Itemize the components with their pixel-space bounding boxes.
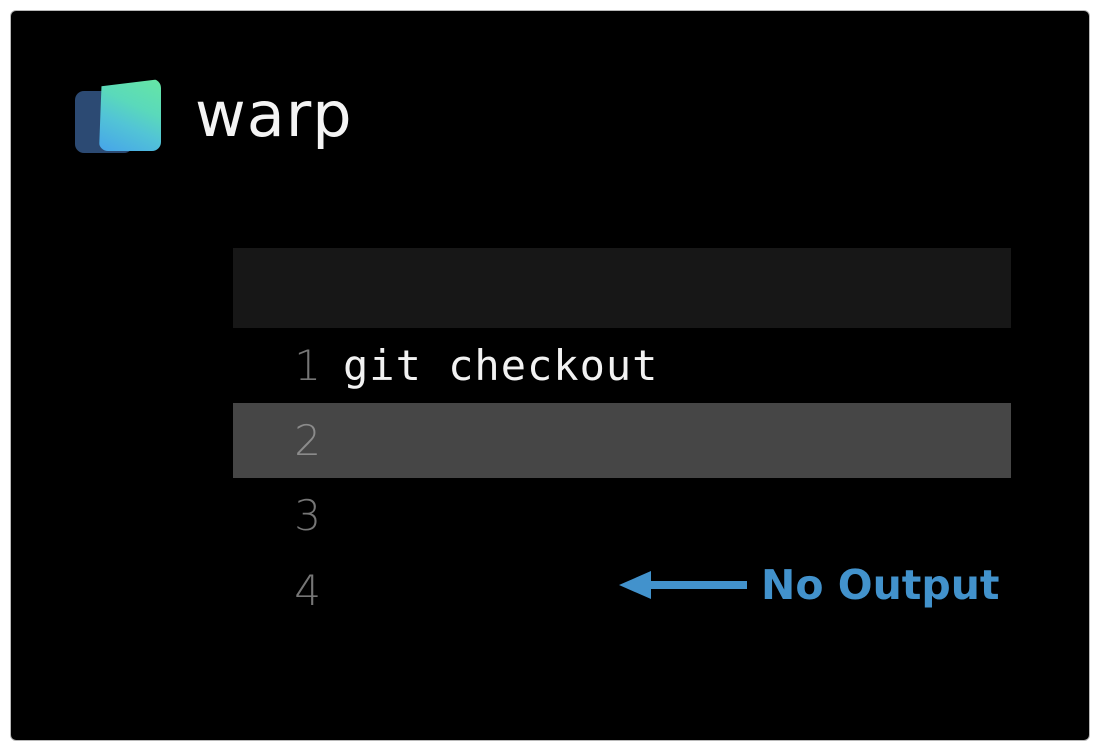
no-output-annotation: No Output bbox=[617, 559, 1000, 611]
line-number: 2 bbox=[294, 415, 321, 465]
line-content: git checkout bbox=[343, 340, 659, 390]
warp-wordmark: warp bbox=[195, 78, 353, 151]
arrow-left-icon bbox=[619, 571, 747, 599]
line-number: 1 bbox=[294, 340, 321, 390]
line-number: 3 bbox=[294, 490, 321, 540]
terminal-line-2[interactable]: 2 bbox=[233, 403, 1011, 478]
terminal-line-3[interactable]: 3 bbox=[233, 478, 1011, 553]
terminal-window: warp 1 git checkout 2 3 bbox=[10, 10, 1090, 741]
command-block: 1 git checkout 2 3 4 bbox=[233, 248, 1011, 611]
annotation-label: No Output bbox=[761, 560, 1000, 609]
prompt-input-bar[interactable] bbox=[233, 248, 1011, 328]
output-lines: 1 git checkout 2 3 4 bbox=[233, 328, 1011, 628]
prompt-input-text bbox=[233, 248, 1011, 304]
warp-brand: warp bbox=[73, 73, 353, 165]
terminal-line-1[interactable]: 1 git checkout bbox=[233, 328, 1011, 403]
terminal-line-4[interactable]: 4 bbox=[233, 553, 1011, 628]
warp-logo-icon bbox=[73, 77, 165, 161]
line-number: 4 bbox=[294, 565, 321, 615]
logo-front-gradient-icon bbox=[99, 79, 161, 151]
